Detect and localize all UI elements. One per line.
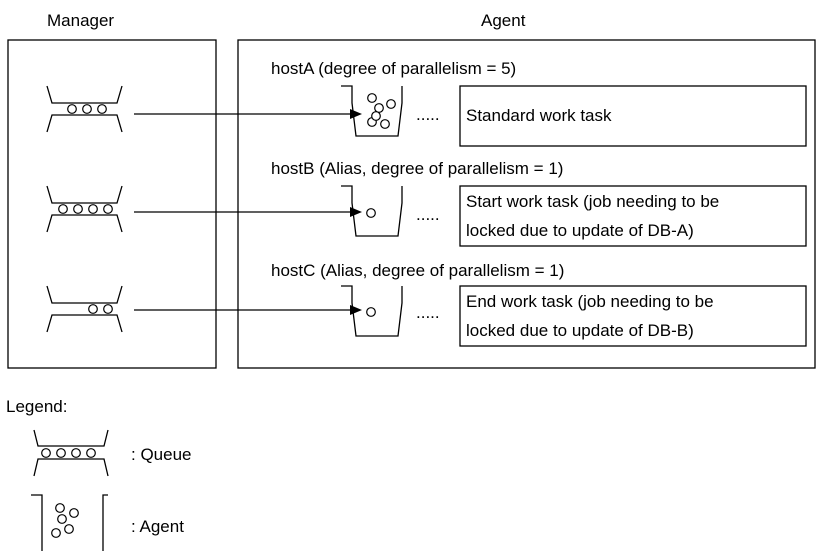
agent-icon — [341, 285, 403, 337]
host-c-label: hostC (Alias, degree of parallelism = 1) — [271, 261, 564, 280]
task-box-a — [459, 85, 807, 147]
agent-box — [237, 39, 816, 369]
host-a-label: hostA (degree of parallelism = 5) — [271, 59, 516, 78]
agent-header: Agent — [481, 11, 526, 30]
task-a-line-1: Standard work task — [466, 106, 612, 125]
task-box-b — [459, 185, 807, 247]
legend-queue-icon — [33, 429, 109, 477]
host-b-label: hostB (Alias, degree of parallelism = 1) — [271, 159, 563, 178]
queue-icon — [46, 185, 123, 233]
arrow-to-host-b — [134, 207, 362, 217]
agent-icon — [341, 85, 403, 137]
agent-icon — [341, 185, 403, 237]
legend-queue-label: : Queue — [131, 445, 192, 464]
legend: Legend: : Queue : Agent — [6, 397, 192, 551]
row-host-a: hostA (degree of parallelism = 5) ..... — [46, 59, 807, 147]
ellipsis-a: ..... — [416, 105, 440, 124]
queue-icon — [46, 285, 123, 333]
task-box-c — [459, 285, 807, 347]
task-c-line-2: locked due to update of DB-B) — [466, 321, 694, 340]
arrow-to-host-a — [134, 109, 362, 119]
ellipsis-b: ..... — [416, 205, 440, 224]
legend-agent-label: : Agent — [131, 517, 184, 536]
manager-box — [7, 39, 217, 369]
row-host-c: hostC (Alias, degree of parallelism = 1)… — [46, 261, 807, 347]
ellipsis-c: ..... — [416, 303, 440, 322]
legend-title: Legend: — [6, 397, 67, 416]
manager-header: Manager — [47, 11, 114, 30]
task-b-line-2: locked due to update of DB-A) — [466, 221, 694, 240]
task-c-line-1: End work task (job needing to be — [466, 292, 714, 311]
queue-icon — [46, 85, 123, 133]
arrow-to-host-c — [134, 305, 362, 315]
legend-agent-icon — [31, 494, 108, 551]
task-b-line-1: Start work task (job needing to be — [466, 192, 719, 211]
row-host-b: hostB (Alias, degree of parallelism = 1)… — [46, 159, 807, 247]
